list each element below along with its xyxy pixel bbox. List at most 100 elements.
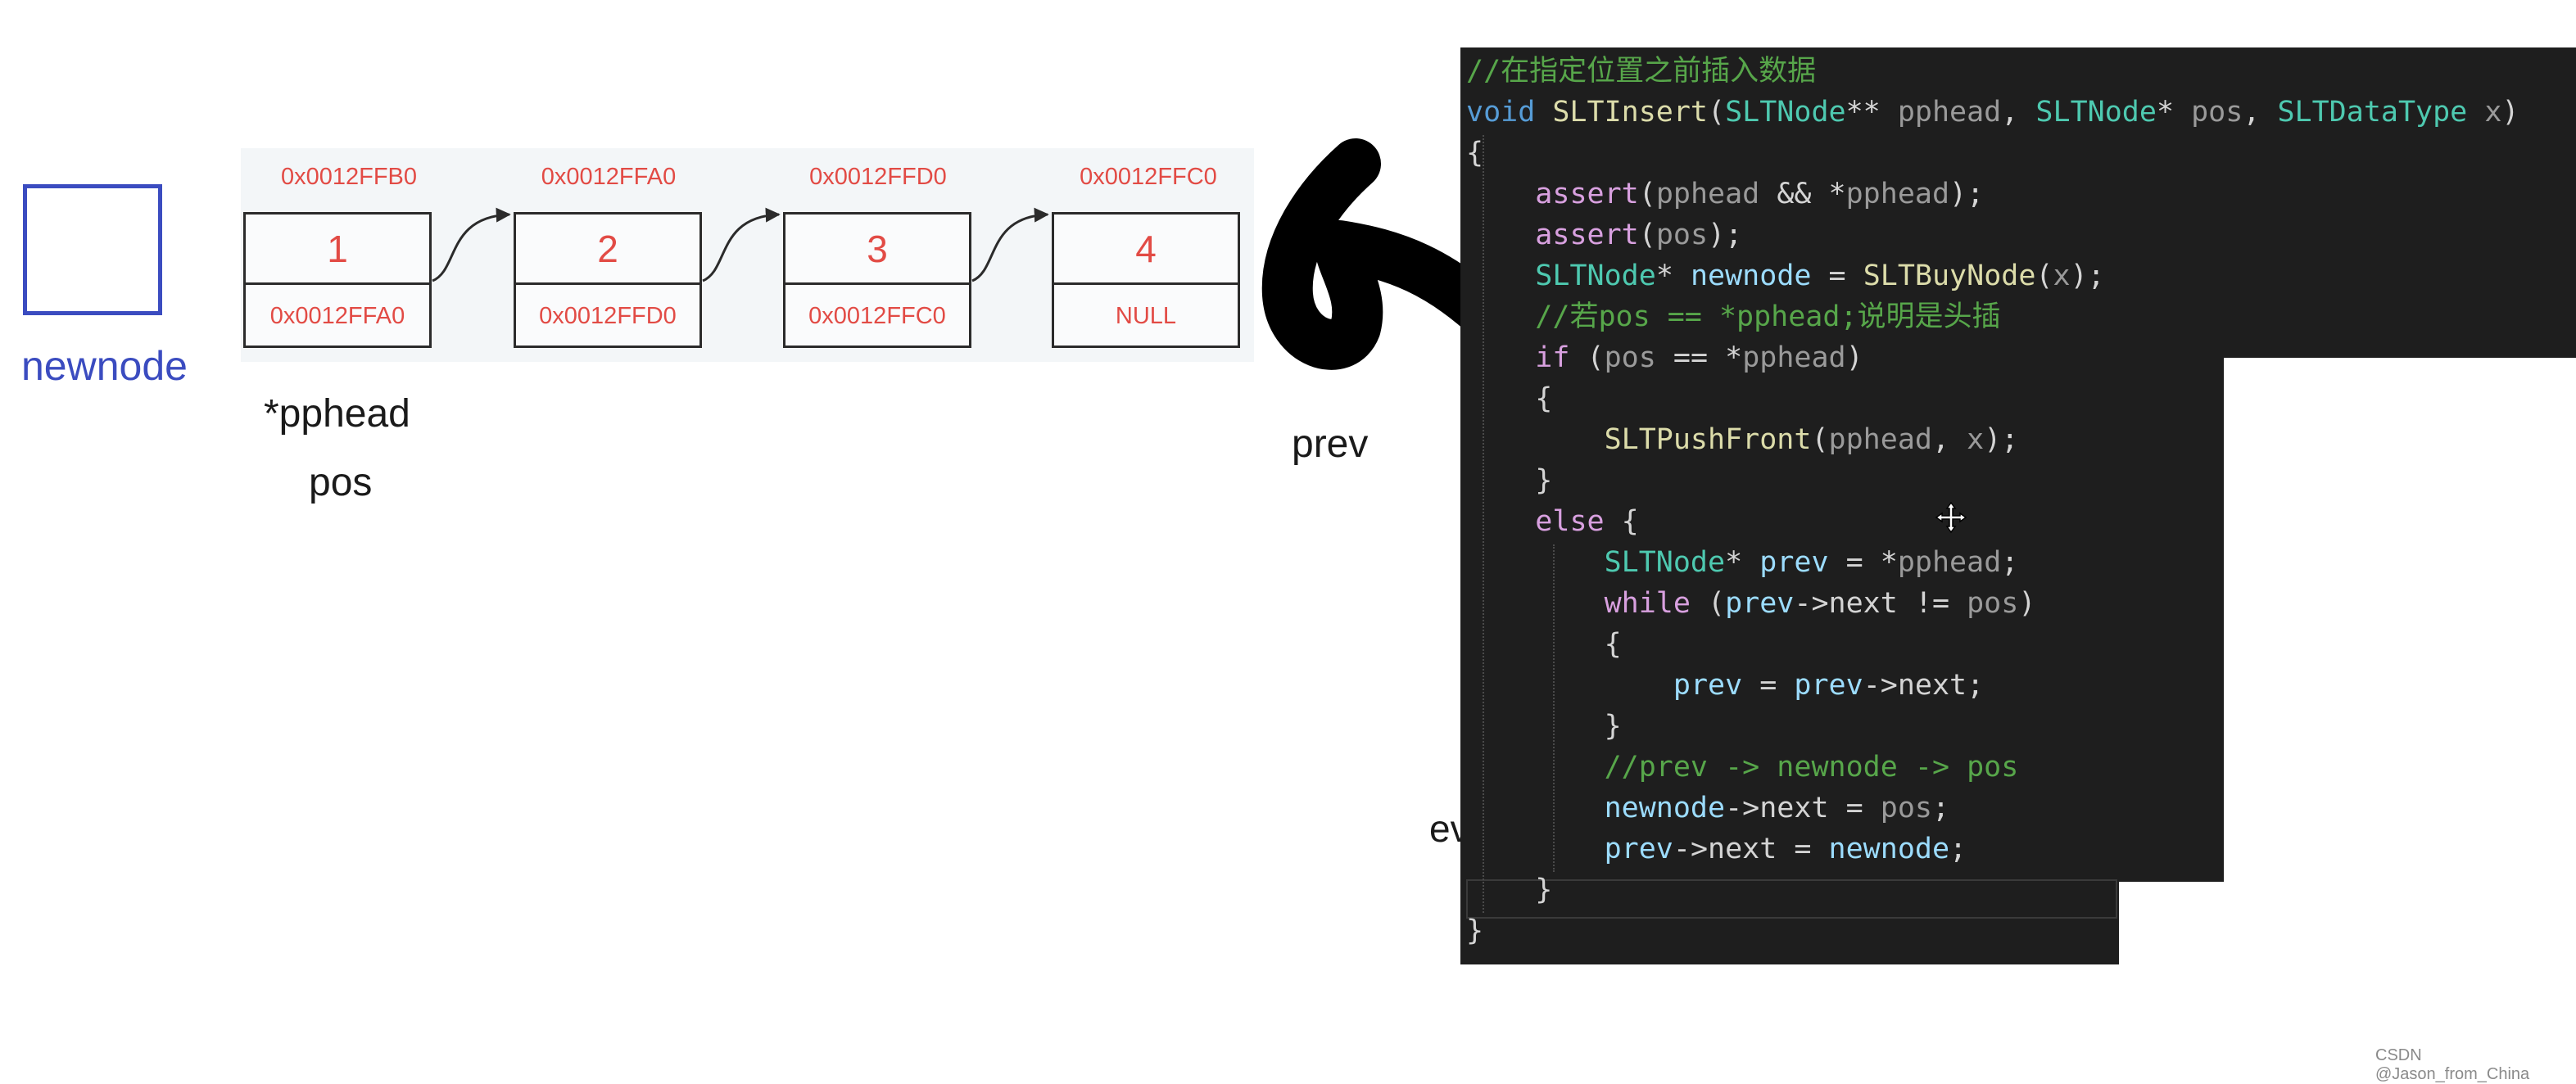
code-line[interactable]: } [1466, 910, 1483, 951]
code-line[interactable]: assert(pphead && *pphead); [1466, 174, 1984, 215]
node-1-value: 1 [246, 215, 429, 285]
code-token-keyword: void [1466, 96, 1553, 129]
code-token-plain: && * [1759, 178, 1846, 210]
code-token-plain: } [1466, 874, 1553, 906]
code-token-plain: ( [2035, 260, 2053, 292]
node-2-box: 2 0x0012FFD0 [514, 212, 702, 348]
code-token-plain [2467, 96, 2484, 129]
code-token-plain: ( [1638, 219, 1656, 251]
code-line[interactable]: //prev -> newnode -> pos [1466, 747, 2019, 788]
code-token-comment: //prev -> newnode -> pos [1604, 751, 2019, 784]
code-token-plain: * [1725, 546, 1760, 579]
code-token-param: pos [1655, 219, 1709, 251]
code-token-param: x [2484, 96, 2502, 129]
code-token-plain [1466, 546, 1605, 579]
node-2-next: 0x0012FFD0 [539, 303, 677, 329]
code-line[interactable]: { [1466, 133, 1483, 174]
code-token-plain: ( [1690, 587, 1726, 620]
code-line[interactable]: else { [1466, 501, 1638, 542]
code-token-local: prev [1794, 669, 1863, 702]
code-line[interactable]: } [1466, 869, 1552, 910]
code-token-param: pos [1604, 341, 1656, 374]
code-token-type: SLTNode [1535, 260, 1656, 292]
code-token-plain: = * [1828, 546, 1898, 579]
newnode-label: newnode [21, 343, 188, 389]
code-token-plain: = [1742, 669, 1795, 702]
code-token-plain: ); [1708, 219, 1743, 251]
code-token-plain: , [2001, 96, 2036, 129]
code-token-param: pos [1967, 587, 2019, 620]
code-token-plain: ( [1811, 423, 1829, 456]
code-token-plain [1466, 833, 1605, 865]
code-token-param: x [2053, 260, 2071, 292]
code-line[interactable]: prev = prev->next; [1466, 665, 1984, 706]
newnode-box [23, 184, 162, 315]
code-token-comment: //若pos == *pphead;说明是头插 [1535, 300, 2001, 333]
code-token-type: SLTDataType [2277, 96, 2468, 129]
code-token-plain [1466, 178, 1535, 210]
code-token-plain: * [1655, 260, 1691, 292]
code-editor-panel-bottom [1460, 882, 2119, 964]
code-line[interactable]: } [1466, 706, 1622, 747]
code-token-control: while [1604, 587, 1691, 620]
code-line[interactable]: //在指定位置之前插入数据 [1466, 51, 1816, 92]
code-token-param: pos [1880, 792, 1932, 824]
node-3-address: 0x0012FFD0 [809, 164, 947, 190]
node-1-next: 0x0012FFA0 [269, 303, 405, 329]
code-token-plain: { [1466, 382, 1553, 415]
code-token-plain: ; [1949, 833, 1967, 865]
indent-guide-1 [1483, 135, 1484, 913]
code-token-plain [1466, 260, 1535, 292]
code-token-param: pphead [1828, 423, 1932, 456]
code-line[interactable]: //若pos == *pphead;说明是头插 [1466, 296, 2001, 337]
code-token-control: else [1535, 505, 1605, 538]
node-2-value: 2 [516, 215, 699, 285]
code-editor-panel-middle [1460, 358, 2224, 882]
code-token-plain: ); [1984, 423, 2019, 456]
code-token-param: x [1967, 423, 1985, 456]
code-token-plain: ); [1949, 178, 1985, 210]
code-token-plain [1466, 505, 1535, 538]
node-4-next: NULL [1115, 303, 1177, 329]
code-token-plain [1466, 423, 1605, 456]
code-line[interactable]: assert(pos); [1466, 215, 1742, 255]
code-line[interactable]: { [1466, 378, 1552, 419]
code-token-func: SLTInsert [1552, 96, 1709, 129]
node-4-box: 4 NULL [1052, 212, 1240, 348]
pphead-label: *pphead [264, 392, 410, 436]
code-line[interactable]: void SLTInsert(SLTNode** pphead, SLTNode… [1466, 92, 2519, 133]
node-4-value: 4 [1054, 215, 1238, 285]
node-3-value: 3 [785, 215, 969, 285]
node-3-box: 3 0x0012FFC0 [783, 212, 971, 348]
code-token-control: assert [1535, 219, 1639, 251]
code-token-type: SLTNode [1725, 96, 1846, 129]
code-line[interactable]: } [1466, 460, 1552, 501]
code-line[interactable]: while (prev->next != pos) [1466, 583, 2036, 624]
node-4-address: 0x0012FFC0 [1080, 164, 1217, 190]
code-token-plain: { [1466, 628, 1622, 661]
pos-label: pos [309, 461, 373, 504]
code-line[interactable]: if (pos == *pphead) [1466, 337, 1863, 378]
code-line[interactable]: { [1466, 624, 1622, 665]
move-cursor-icon [1935, 501, 1967, 534]
code-editor-panel [1460, 47, 2576, 358]
code-token-param: pphead [1897, 96, 2002, 129]
code-line[interactable]: newnode->next = pos; [1466, 788, 1949, 829]
code-token-plain: * [2156, 96, 2192, 129]
code-token-plain: ) [2018, 587, 2036, 620]
node-1-box: 1 0x0012FFA0 [243, 212, 432, 348]
node-2-address: 0x0012FFA0 [541, 164, 677, 190]
code-token-plain: == * [1655, 341, 1743, 374]
code-line[interactable]: SLTNode* newnode = SLTBuyNode(x); [1466, 255, 2104, 296]
code-token-param: pphead [1897, 546, 2002, 579]
code-token-plain: { [1466, 137, 1484, 169]
code-token-control: assert [1535, 178, 1639, 210]
code-line[interactable]: SLTPushFront(pphead, x); [1466, 419, 2019, 460]
code-token-param: pos [2191, 96, 2243, 129]
code-line[interactable]: SLTNode* prev = *pphead; [1466, 542, 2019, 583]
code-token-type: SLTNode [2035, 96, 2157, 129]
node-3-next: 0x0012FFC0 [808, 303, 946, 329]
code-token-plain: } [1466, 915, 1484, 947]
code-line[interactable]: prev->next = newnode; [1466, 829, 1967, 869]
